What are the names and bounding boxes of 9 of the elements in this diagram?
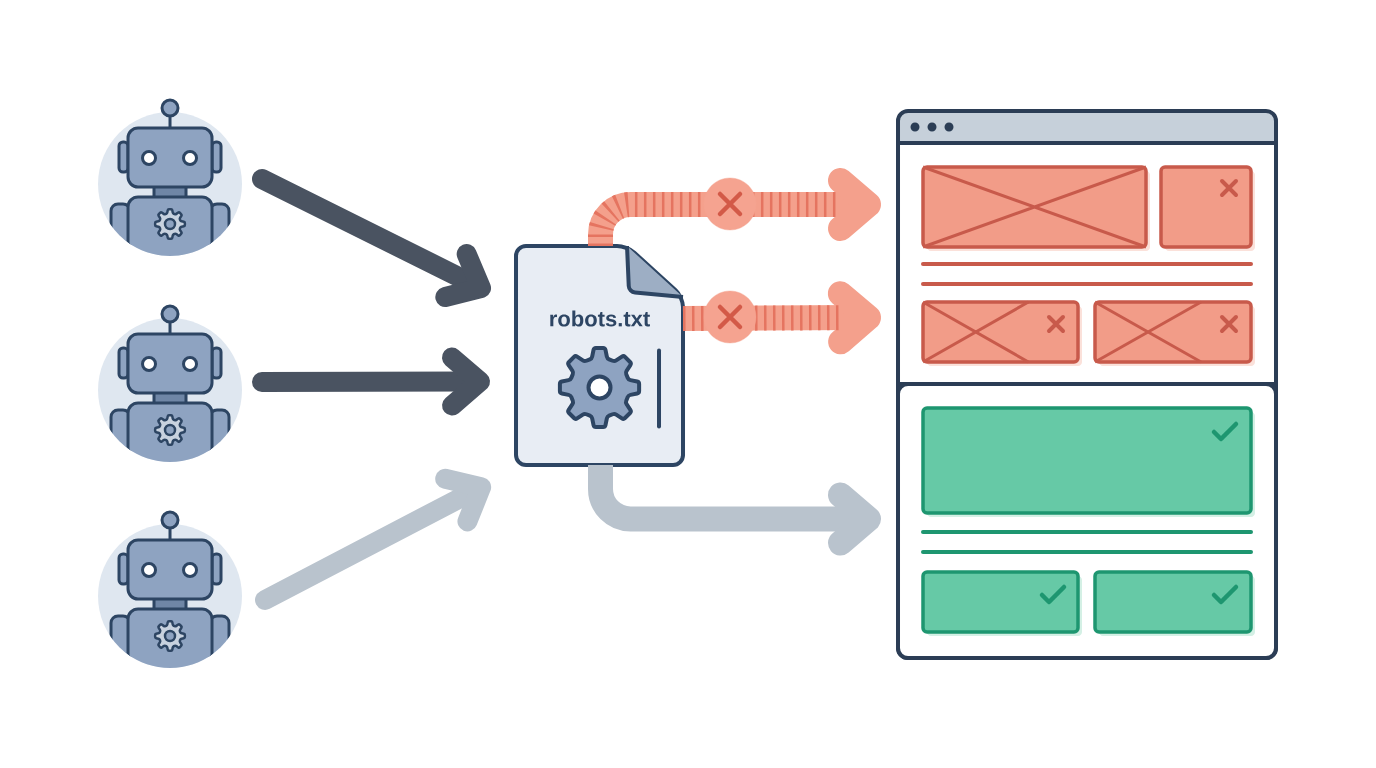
robot-icon	[98, 510, 242, 668]
arrow	[255, 468, 492, 610]
arrow	[252, 169, 492, 308]
arrow	[588, 168, 881, 247]
arrow	[682, 281, 881, 355]
arrow	[588, 465, 881, 556]
robot-icon	[98, 304, 242, 462]
arrow	[252, 347, 490, 416]
robot-icon	[98, 98, 242, 256]
